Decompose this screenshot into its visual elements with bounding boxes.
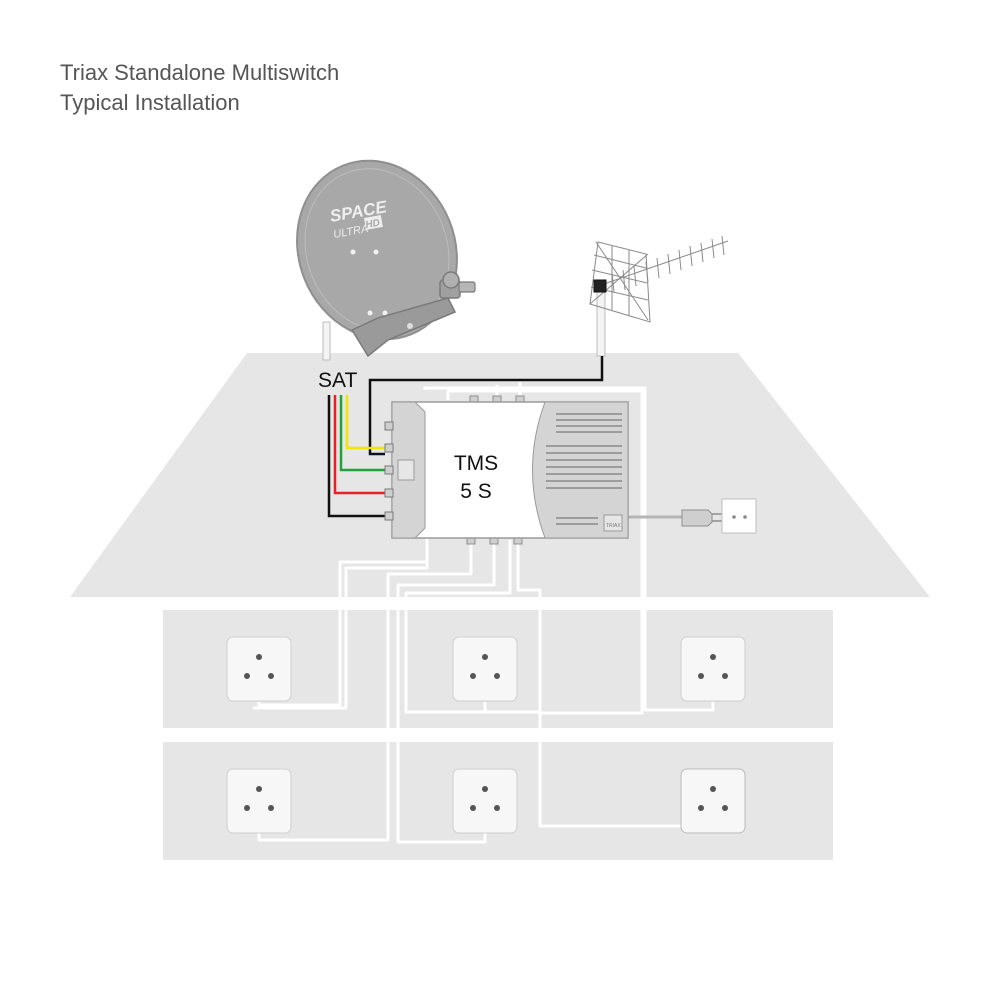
lnb-horn — [442, 271, 460, 289]
dish-hd-badge-text: HD — [365, 218, 381, 231]
wall-outlet — [226, 636, 292, 702]
distribution-cables — [253, 382, 715, 844]
cable-out-8 — [396, 540, 496, 844]
wall-outlet — [452, 768, 518, 834]
power-plug — [681, 509, 713, 527]
sat-cable-red — [333, 395, 385, 495]
cable-out-6 — [253, 538, 429, 710]
triax-side-badge — [397, 459, 415, 481]
wall-outlet — [226, 768, 292, 834]
satellite-dish: SPACE ULTRA HD — [296, 159, 476, 358]
cable-out-1 — [423, 386, 715, 712]
diagram-title: Triax Standalone Multiswitch — [60, 60, 340, 85]
antenna-mast — [596, 289, 606, 357]
power-outlet — [721, 498, 757, 534]
triax-badge — [603, 514, 623, 532]
wall-outlet — [680, 636, 746, 702]
triax-badge-text: TRIAX — [606, 523, 621, 529]
sat-label: SAT — [318, 369, 357, 392]
antenna-balun — [593, 279, 607, 293]
sat-cable-green — [339, 395, 385, 472]
diagram-subtitle: Typical Installation — [60, 90, 240, 115]
wall-outlet — [452, 636, 518, 702]
wall-outlet — [680, 768, 746, 834]
input-connector-1 — [384, 443, 394, 453]
terrestrial-cable — [368, 356, 604, 456]
sat-cable-yellow — [345, 395, 385, 450]
sat-cable-black — [327, 395, 385, 518]
input-connector-2 — [384, 465, 394, 475]
multiswitch-model-line-1: TMS — [454, 452, 498, 475]
dish-hd-badge — [364, 215, 383, 230]
cable-out-9 — [483, 540, 542, 714]
dish-arm — [350, 297, 457, 358]
dish-mast — [322, 321, 331, 361]
multiswitch-model-line-2: 5 S — [460, 480, 492, 503]
cable-out-10 — [404, 540, 512, 714]
input-connector-5 — [384, 421, 394, 431]
terrestrial-antenna — [589, 235, 729, 323]
cable-out-7 — [257, 540, 473, 842]
input-connector-3 — [384, 488, 394, 498]
vent-slots — [546, 413, 622, 525]
multiswitch: TRIAX TMS 5 S — [384, 395, 629, 545]
multiswitch-right-panel — [532, 401, 629, 539]
input-connector-4 — [384, 511, 394, 521]
